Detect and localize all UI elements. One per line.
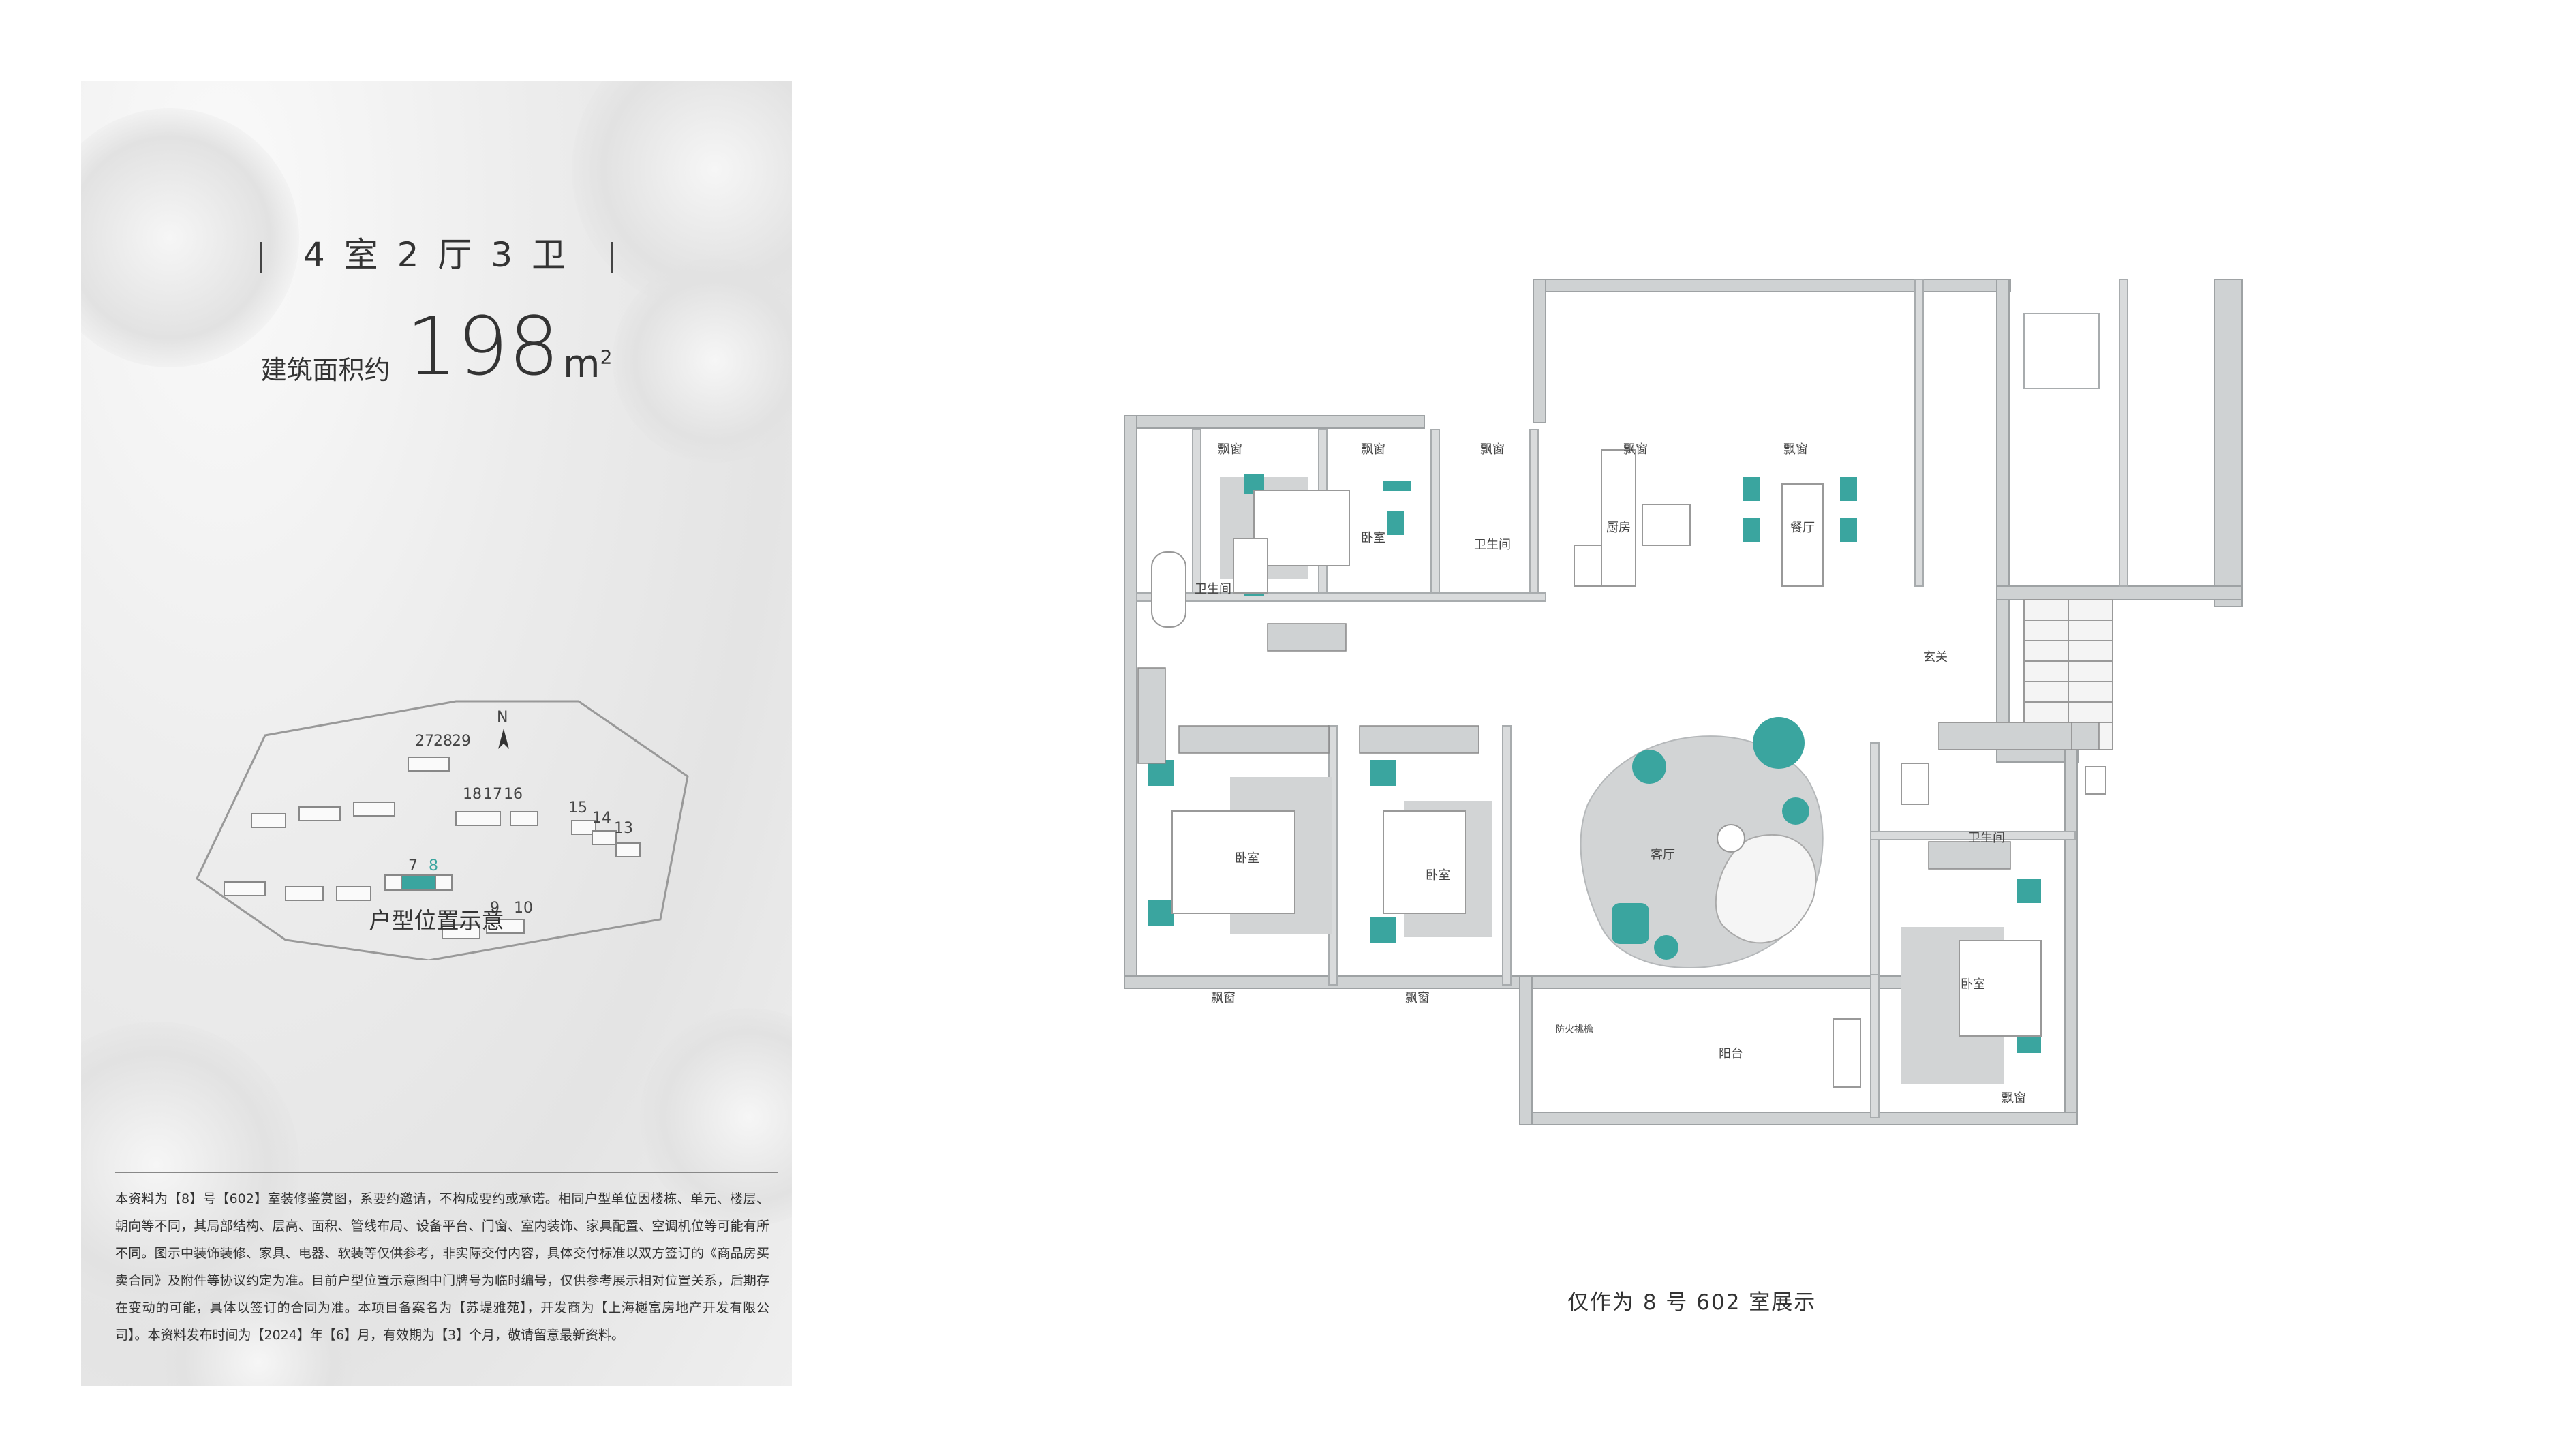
divider-bar [610,241,613,273]
north-label: N [497,709,508,726]
label-living: 客厅 [1651,848,1675,862]
highlight-building [401,874,436,891]
label-bathroom: 卫生间 [1195,582,1231,596]
label-bay-window: 飘窗 [1480,442,1505,457]
site-buildings [224,757,641,939]
label-fire-hatch: 防火挑檐 [1555,1024,1593,1035]
flower-decoration [81,108,299,367]
building-label: 27 [415,733,434,750]
area-unit: m2 [563,342,613,386]
dining-table [1781,483,1824,587]
building-label-highlight: 8 [429,857,438,874]
label-bay-window: 飘窗 [1361,442,1385,457]
label-bedroom: 卧室 [1235,851,1259,866]
layout-title: 4 室 2 厅 3 卫 [81,228,792,277]
label-foyer: 玄关 [1923,650,1948,665]
beds [1171,490,2042,1037]
floor-plan: 飘窗 飘窗 飘窗 飘窗 飘窗 飘窗 飘窗 飘窗 卧室 卧室 卧室 卧室 卫生间 … [1124,279,2243,1125]
label-kitchen: 厨房 [1606,521,1631,535]
label-bay-window: 飘窗 [2002,1091,2026,1105]
area-row: 建筑面积约 198 m2 [81,306,792,386]
disclaimer-divider [115,1172,778,1173]
layout-text: 4 室 2 厅 3 卫 [303,235,570,275]
label-bedroom: 卧室 [1361,531,1385,545]
building-label: 15 [568,799,587,817]
building-label: 29 [452,733,471,750]
divider-bar [260,241,263,273]
label-bay-window: 飘窗 [1623,442,1648,457]
building-label: 18 [463,786,482,803]
building-label: 16 [504,786,523,803]
label-balcony: 阳台 [1719,1047,1743,1061]
building-label: 17 [483,786,502,803]
building-label: 10 [514,900,533,917]
label-bedroom: 卧室 [1961,977,1985,992]
area-value: 198 [405,299,559,393]
interior-walls [1136,279,2128,1118]
label-bay-window: 飘窗 [1405,991,1430,1005]
flower-decoration [613,258,792,463]
site-map-caption: 户型位置示意 [369,907,504,934]
sofa [1715,834,1817,944]
fixtures [1151,449,2106,1088]
north-arrow-icon [498,729,509,749]
label-bedroom: 卧室 [1426,868,1450,883]
room-labels: 飘窗 飘窗 飘窗 飘窗 飘窗 飘窗 飘窗 飘窗 卧室 卧室 卧室 卧室 卫生间 … [1195,442,2026,1105]
plan-caption: 仅作为 8 号 602 室展示 [1567,1290,1817,1315]
building-label: 14 [592,810,611,827]
walls [1124,279,2243,1125]
building-label: 13 [614,820,633,837]
label-bay-window: 飘窗 [1211,991,1236,1005]
info-panel: 4 室 2 厅 3 卫 建筑面积约 198 m2 N 27 [81,81,792,1386]
site-map: N 27 28 29 18 17 16 15 14 13 7 8 9 10 [196,700,689,960]
wardrobes [1137,623,2100,870]
label-bay-window: 飘窗 [1783,442,1808,457]
label-bay-window: 飘窗 [1218,442,1242,457]
building-label: 9 [490,900,500,917]
coffee-table [1717,824,1745,853]
label-dining: 餐厅 [1790,521,1815,535]
area-label: 建筑面积约 [260,355,390,385]
building-label: 28 [433,733,453,750]
label-bathroom: 卫生间 [1968,831,2005,845]
disclaimer-text: 本资料为【8】号【602】室装修鉴赏图，系要约邀请，不构成要约或承诺。相同户型单… [115,1191,769,1343]
label-bathroom: 卫生间 [1474,538,1511,552]
building-label: 7 [408,857,418,874]
site-boundary [196,700,689,960]
